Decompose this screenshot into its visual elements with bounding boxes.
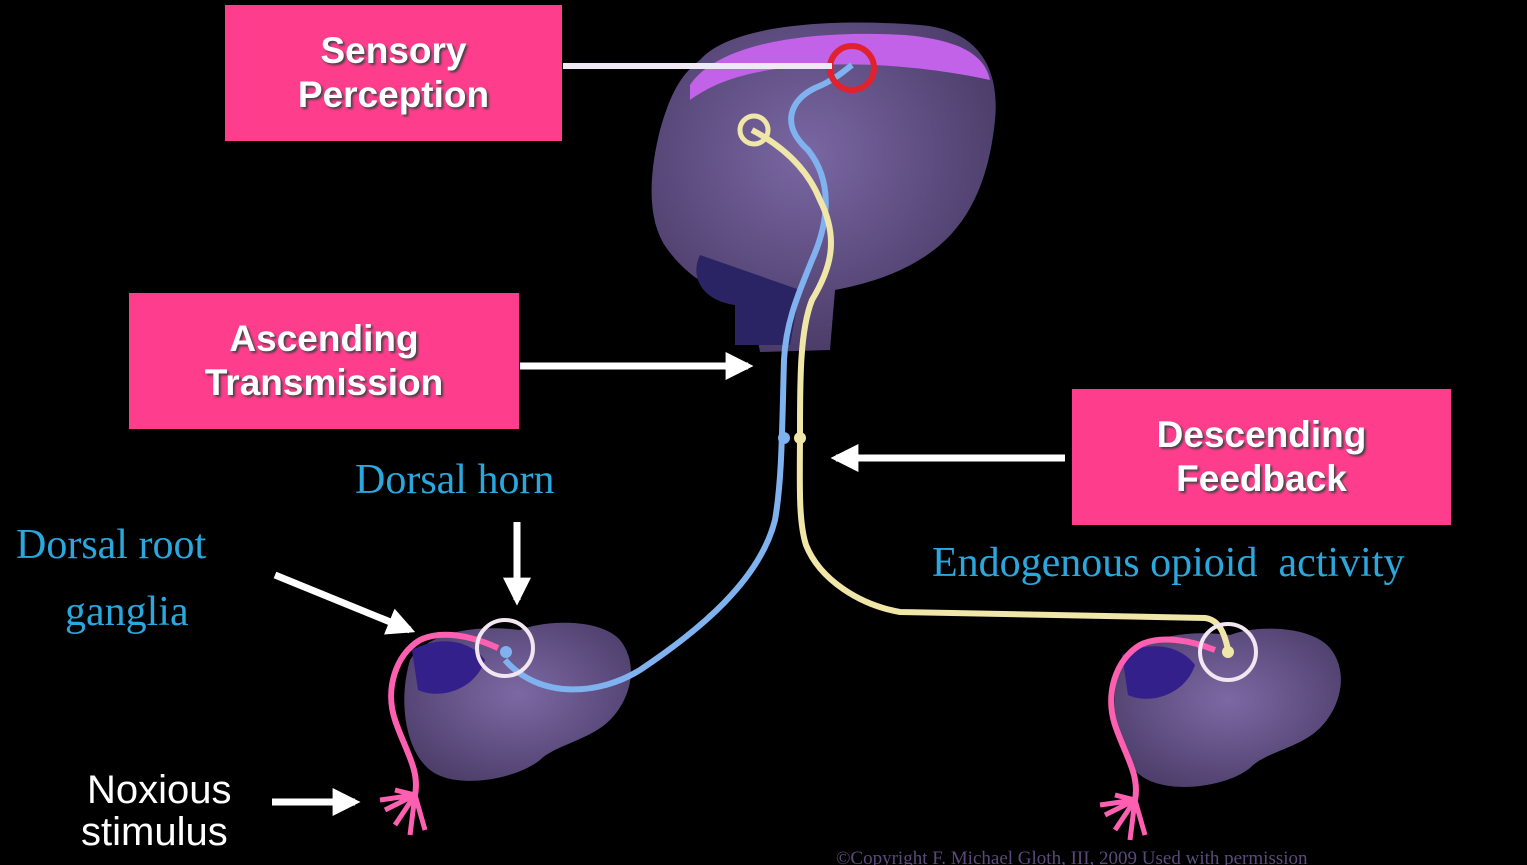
- ascending-transmission-box: Ascending Transmission: [129, 293, 519, 429]
- descending-feedback-box: Descending Feedback: [1072, 389, 1451, 525]
- ascending-line-2: Transmission: [205, 361, 444, 405]
- descending-line-1: Descending: [1157, 413, 1367, 457]
- dorsal-horn-label: Dorsal horn: [355, 456, 554, 504]
- dorsal-root-label-line-1: Dorsal root: [16, 521, 206, 569]
- nerve-ending-icon: [380, 790, 425, 835]
- dorsal-root-label-line-2: ganglia: [65, 588, 189, 636]
- descending-line-2: Feedback: [1176, 457, 1347, 501]
- ascending-line-1: Ascending: [229, 317, 418, 361]
- endogenous-opioid-label: Endogenous opioid activity: [932, 539, 1404, 587]
- copyright-notice: ©Copyright F. Michael Gloth, III, 2009 U…: [836, 848, 1527, 865]
- dorsal-root-arrow: [275, 575, 410, 630]
- sensory-line-2: Perception: [298, 73, 489, 117]
- noxious-label-line-1: Noxious: [87, 770, 232, 810]
- sensory-line-1: Sensory: [320, 29, 466, 73]
- nerve-ending-right-icon: [1100, 795, 1145, 840]
- noxious-label-line-2: stimulus: [81, 812, 228, 852]
- sensory-perception-box: Sensory Perception: [225, 5, 562, 141]
- spinal-cord-section-left: [404, 623, 631, 781]
